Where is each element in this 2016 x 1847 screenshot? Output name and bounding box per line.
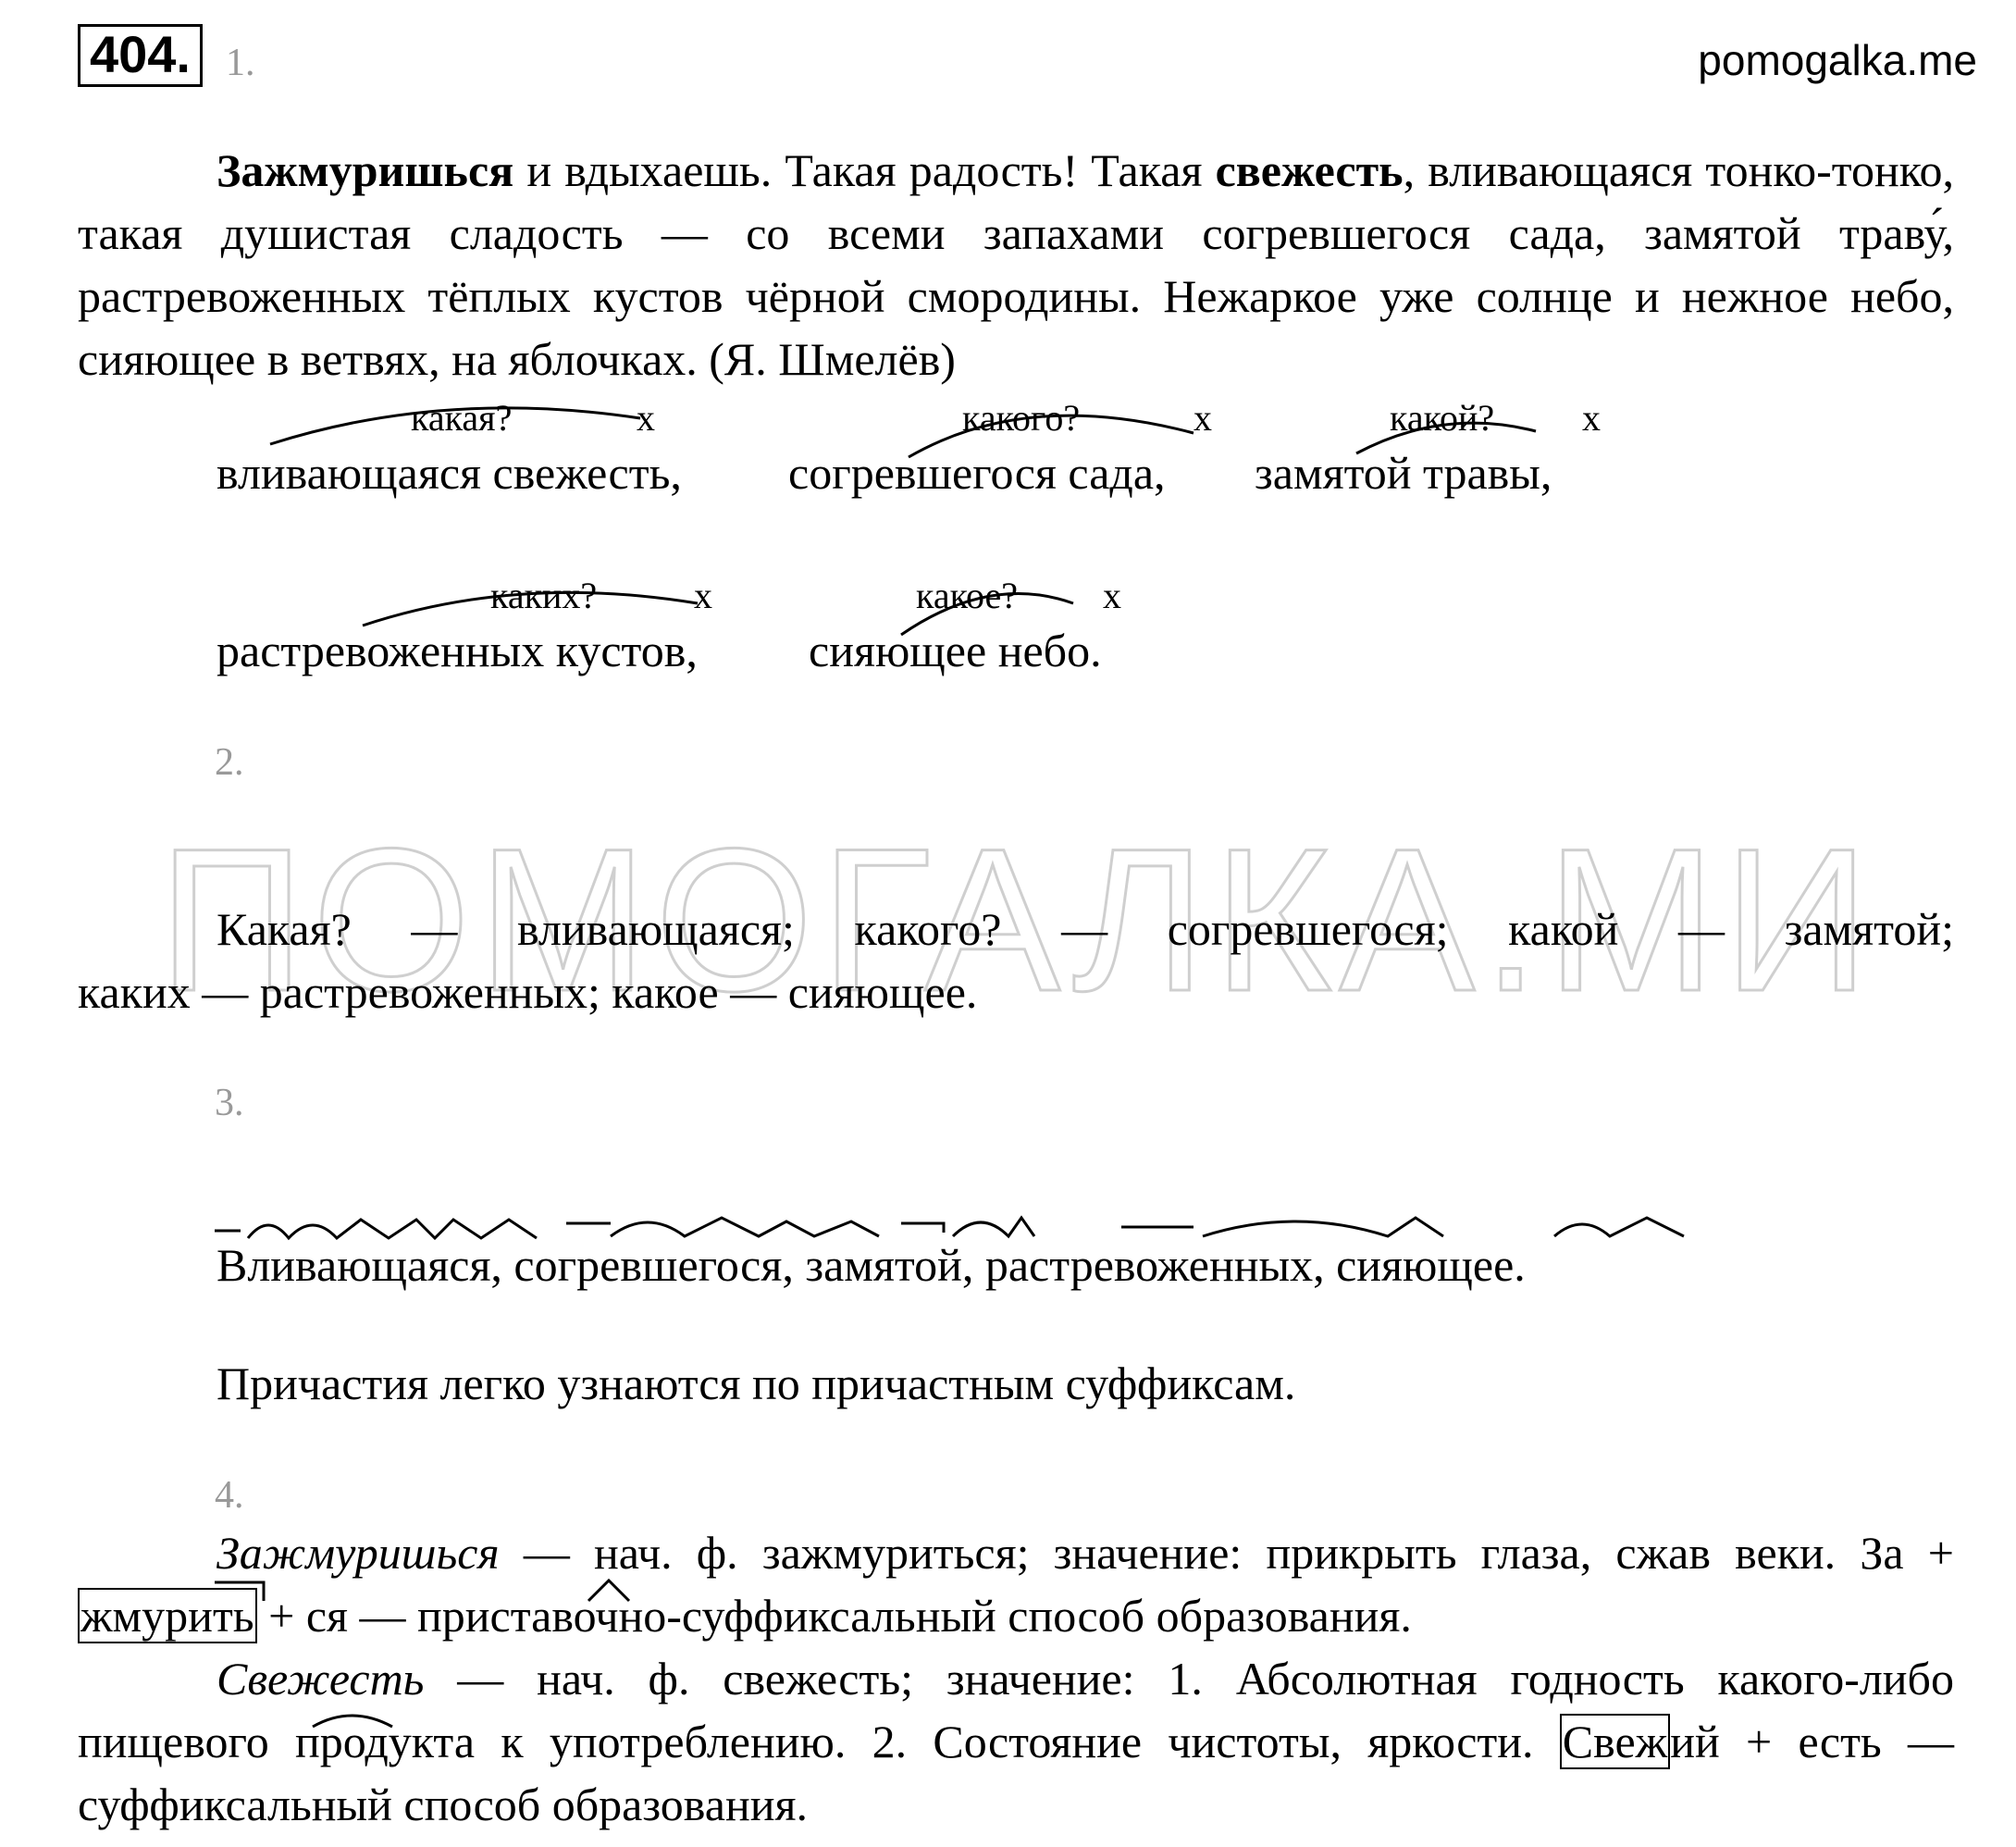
bold-word-2: свежесть [1215,144,1404,196]
morpheme-ending: ий [1670,1716,1720,1767]
question-1: какая? [411,397,513,439]
task3-note: Причастия легко узнаются по причастным с… [216,1357,1296,1409]
task2-line-2: каких — растревоженных; какое — сияющее. [78,966,978,1018]
morpheme-marks-5 [1553,1216,1685,1238]
main-text: Зажмуришься и вдыхаешь. Такая радость! Т… [78,139,1954,390]
task4-paragraph-1: Зажмуришься — нач. ф. зажмуриться; значе… [78,1521,1954,1647]
text-part-1: и вдыхаешь. Такая радость! Такая [513,144,1216,196]
analysis-row-2b: сияющее небо. [809,625,1102,676]
morpheme-marks-3 [901,1215,1036,1239]
morpheme-stem-box: Свеж [1559,1714,1671,1769]
x-mark-3: x [1582,397,1601,439]
text-part-2: , вливающаяся тонко-тонко, такая душиста… [78,144,1954,385]
italic-word-2: Свежесть [216,1653,425,1704]
question-5: какое? [916,575,1018,616]
task4-way-1: — приставочно-суффиксальный способ образ… [348,1590,1412,1642]
analysis-row-1a: вливающаяся свежесть, [216,447,682,499]
task2-line-1: Какая? — вливающаяся; какого? — согревше… [216,903,1954,955]
morpheme-prefix: За [1860,1527,1904,1579]
morpheme-marks-2 [566,1216,880,1238]
morpheme-suffix: ся [305,1590,349,1642]
site-name: pomogalka.me [1698,36,1977,84]
italic-word-1: Зажмуришься [216,1527,500,1579]
task-number-3: 3. [215,1082,244,1124]
morpheme-root-box: жмурить [78,1588,257,1643]
analysis-row-2a: растревоженных кустов, [216,625,698,676]
question-3: какой? [1390,397,1495,439]
analysis-row-1b: согревшегося сада, [788,447,1166,499]
x-mark-2: x [1194,397,1212,439]
exercise-number: 404. [78,24,203,87]
task-number-4: 4. [215,1474,244,1517]
morpheme-marks-1 [215,1218,538,1241]
task-number-2: 2. [215,741,244,784]
x-mark-1: x [637,397,655,439]
task4-def-1: — нач. ф. зажмуриться; значение: прикрыт… [499,1527,1837,1579]
morpheme-suffix-2: есть [1798,1716,1882,1767]
question-2: какого? [962,397,1081,439]
bold-word-1: Зажмуришься [216,144,514,196]
task3-words: Вливающаяся, согревшегося, замятой, раст… [216,1239,1526,1291]
morpheme-marks-4 [1121,1216,1444,1238]
x-mark-4: x [694,575,712,616]
task-number-1: 1. [226,42,255,84]
analysis-row-1c: замятой травы, [1255,447,1552,499]
question-4: каких? [490,575,598,616]
task4-paragraph-2: Свежесть — нач. ф. свежесть; значение: 1… [78,1653,1955,1830]
task4-way-2: — суффиксальный способ образования. [78,1716,1955,1830]
x-mark-5: x [1103,575,1121,616]
